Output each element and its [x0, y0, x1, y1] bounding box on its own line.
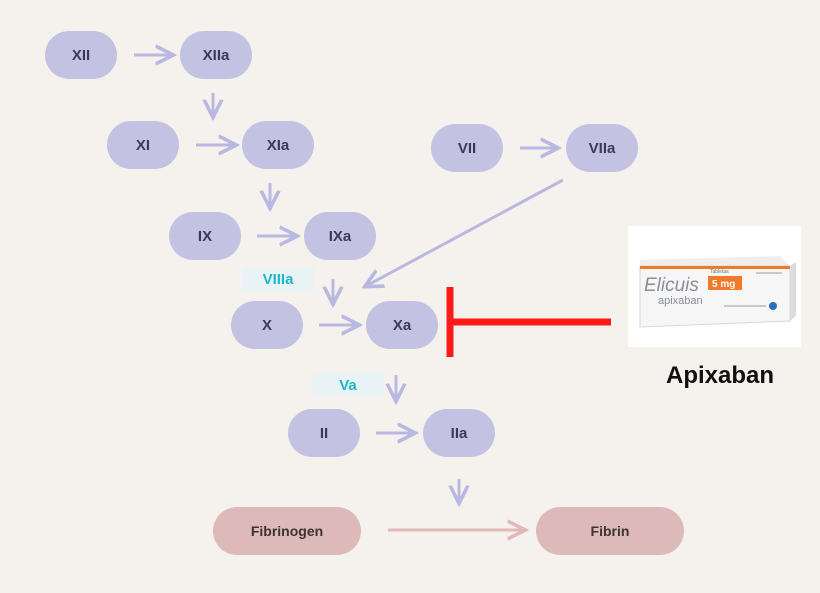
factor-vii: VII	[431, 124, 503, 172]
factor-xi: XI	[107, 121, 179, 169]
factor-xia: XIa	[242, 121, 314, 169]
factor-viia: VIIa	[566, 124, 638, 172]
drug-box-brand: Elicuis	[644, 275, 699, 296]
factor-xa: Xa	[366, 301, 438, 349]
drug-package-image: Elicuis apixaban 5 mg Tabletas	[628, 226, 801, 347]
factor-ix: IX	[169, 212, 241, 260]
fibrin-node: Fibrin	[536, 507, 684, 555]
factor-xiia: XIIa	[180, 31, 252, 79]
factor-x: X	[231, 301, 303, 349]
drug-name-label: Apixaban	[665, 362, 775, 389]
fibrinogen-node: Fibrinogen	[213, 507, 361, 555]
factor-xii: XII	[45, 31, 117, 79]
drug-box-generic: apixaban	[658, 295, 703, 307]
cofactor-viiia: VIIIa	[242, 267, 314, 291]
factor-ii: II	[288, 409, 360, 457]
cofactor-va: Va	[312, 373, 384, 397]
drug-box-dose: 5 mg	[712, 279, 735, 290]
drug-box-form: Tabletas	[710, 269, 729, 275]
factor-iia: IIa	[423, 409, 495, 457]
factor-ixa: IXa	[304, 212, 376, 260]
arrow-viia-to-xa	[366, 178, 564, 286]
